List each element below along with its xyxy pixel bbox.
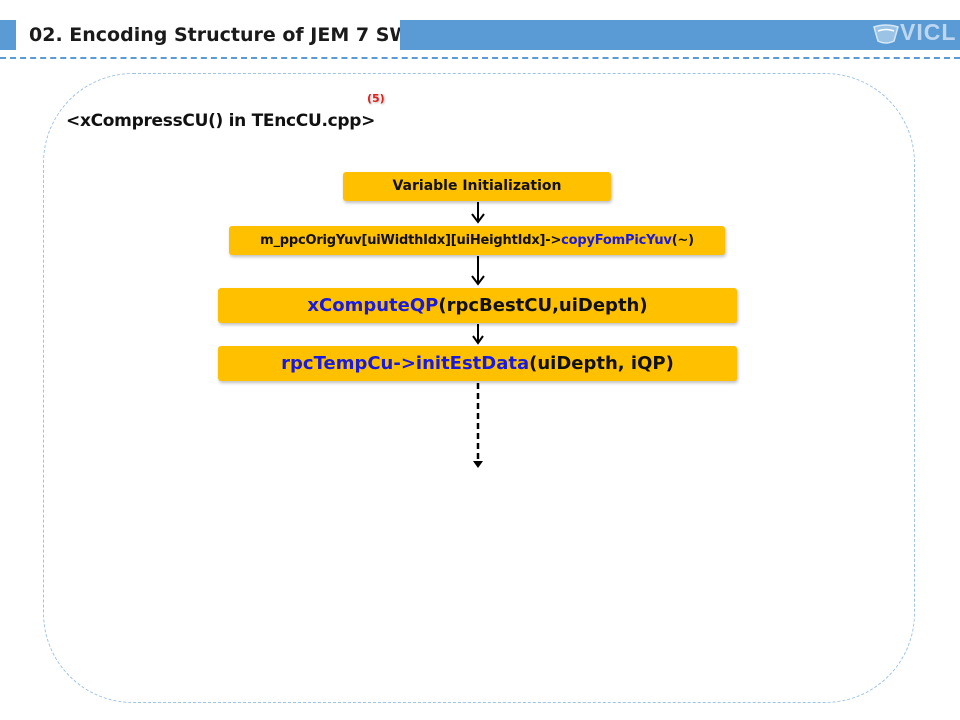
function-title: <xCompressCU() in TEncCU.cpp> [66,111,376,131]
step-function-name: xComputeQP [307,295,439,316]
step-function-name: copyFomPicYuv [561,233,672,248]
header-divider [0,57,960,59]
reference-badge: (5) [367,92,385,105]
step-text-post: (rpcBestCU,uiDepth) [438,295,648,316]
step-text-post: (~) [671,233,694,248]
slide-title: 02. Encoding Structure of JEM 7 SW [21,20,410,50]
logo-text: VICL [900,19,957,45]
flow-step-copy-from-pic-yuv: m_ppcOrigYuv[uiWidthIdx][uiHeightIdx]->c… [229,226,725,255]
step-function-name: rpcTempCu->initEstData [281,353,530,374]
flow-arrow-2 [471,256,485,286]
flow-step-init-est-data: rpcTempCu->initEstData(uiDepth, iQP) [218,346,737,381]
header-accent-bar [0,20,16,50]
flow-arrow-3 [472,324,484,345]
step-text-post: (uiDepth, iQP) [529,353,674,374]
step-text-pre: m_ppcOrigYuv[uiWidthIdx][uiHeightIdx]-> [260,233,562,248]
logo-mark-icon [873,24,899,44]
flow-step-compute-qp: xComputeQP(rpcBestCU,uiDepth) [218,288,737,323]
vicl-logo: VICL [870,19,957,49]
content-frame [43,73,915,703]
flow-arrow-continuation-dashed [473,383,483,468]
step-text-post: Variable Initialization [392,178,562,194]
flow-arrow-1 [471,202,485,224]
header-band [400,20,960,50]
flow-step-variable-initialization: Variable Initialization [343,172,611,201]
